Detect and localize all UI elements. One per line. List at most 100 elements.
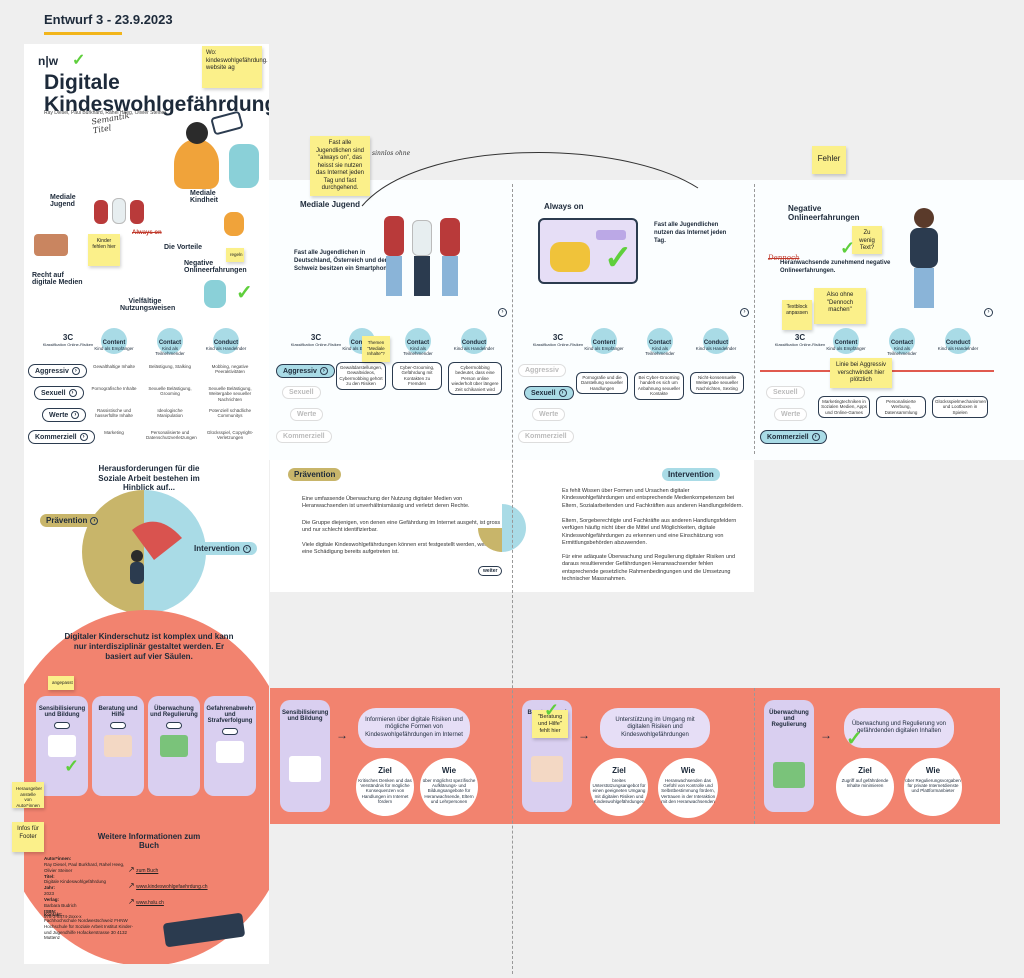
panel-title: Always on — [544, 202, 584, 211]
page-title: Entwurf 3 - 23.9.2023 — [44, 12, 173, 27]
sticky-infos-footer[interactable]: Infos für Footer — [12, 822, 44, 852]
cell: Marketing — [104, 430, 124, 435]
sticky-beratung[interactable]: "Beratung und Hilfe" fehlt hier — [532, 710, 568, 738]
row-aggressiv[interactable]: Aggressiv› — [276, 364, 335, 378]
check-icon: ✓ — [236, 282, 253, 304]
label-always-on: Always on — [132, 230, 162, 236]
check-icon: ✓ — [840, 238, 856, 258]
saeule-card-1[interactable]: Sensibilisierung und Bildung — [36, 696, 88, 796]
phone-illustration — [538, 218, 638, 284]
row-sexuell[interactable]: Sexuell› — [34, 386, 84, 400]
sticky-angepasst[interactable]: angepasst — [48, 676, 74, 690]
challenge-heading: Herausforderungen für die Soziale Arbeit… — [98, 464, 200, 493]
row-sexuell[interactable]: Sexuell — [766, 386, 805, 399]
row-aggressiv[interactable]: Aggressiv — [518, 364, 566, 377]
figure-child — [224, 212, 244, 236]
row-sexuell[interactable]: Sexuell — [282, 386, 321, 399]
label-mediale-kindheit: Mediale Kindheit — [190, 190, 218, 204]
sticky-fehler[interactable]: Fehler — [812, 146, 846, 174]
panel-title: Mediale Jugend — [300, 200, 361, 209]
intervention-pill[interactable]: Intervention› — [188, 542, 257, 555]
saeule-card[interactable]: Überwachung und Regulierung — [764, 700, 814, 812]
row-werte[interactable]: Werte — [774, 408, 808, 421]
teen-illustration — [906, 208, 946, 308]
link-website[interactable]: ↗ www.kindeswohlgefaehrdung.ch — [128, 878, 208, 894]
next-icon[interactable]: › — [740, 308, 749, 317]
row-kommerziell[interactable]: Kommerziell — [518, 430, 574, 443]
interv-text-2: Eltern, Sorgeberechtigte und Fachkräfte … — [562, 518, 737, 547]
link-hslu[interactable]: ↗ www.hslu.ch — [128, 894, 208, 910]
sticky-regeln[interactable]: regeln — [226, 248, 244, 262]
cell: Personalisierte und Datenschutzverletzun… — [146, 430, 197, 441]
check-icon: ✓ — [72, 52, 86, 69]
goal-bubble: Überwachung und Regulierung von gefährde… — [844, 708, 954, 748]
sticky-zu-wenig[interactable]: Zu wenig Text? — [852, 226, 882, 254]
figure-hand-phone — [34, 234, 68, 256]
sticky-also-ohne[interactable]: Also ohne "Dennoch machen" — [814, 288, 866, 324]
row-werte[interactable]: Werte — [532, 408, 566, 421]
cell-detail: Pornografie und die Darstellung sexuelle… — [576, 372, 628, 395]
weitere-heading: Weitere Informationen zum Buch — [97, 832, 201, 850]
sticky-fast-alle[interactable]: Fast alle Jugendlichen sind "always on",… — [310, 136, 370, 196]
saeule-card-3[interactable]: Überwachung und Regulierung — [148, 696, 200, 796]
poster-title: Digitale Kindeswohlgefährdung — [44, 71, 269, 117]
row-kommerziell[interactable]: Kommerziell› — [760, 430, 827, 444]
row-kommerziell[interactable]: Kommerziell› — [28, 430, 95, 444]
cell: Mobbing, negative Peeraktivitäten — [211, 364, 249, 375]
figure-group-1 — [94, 192, 154, 226]
panel-text: Fast alle Jugendlichen nutzen das Intern… — [654, 222, 727, 244]
cell: Sexuelle Belästigung, Weitergabe sexuell… — [208, 386, 252, 402]
links-block: ↗ zum Buch ↗ www.kindeswohlgefaehrdung.c… — [128, 862, 208, 910]
link-buch[interactable]: ↗ zum Buch — [128, 862, 208, 878]
weiter-button[interactable]: weiter — [478, 566, 503, 576]
next-icon[interactable]: › — [984, 308, 993, 317]
saeule-card-4[interactable]: Gefahrenabwehr und Strafverfolgung — [204, 696, 256, 796]
challenge-graphic — [82, 490, 206, 614]
sticky-wo[interactable]: Wo: kindeswohlgefährdung. website ag — [202, 46, 268, 88]
external-link-icon: ↗ — [128, 897, 135, 906]
arrow-icon: → — [578, 728, 590, 742]
cell: Glücksspiel, Copyright-Verletzungen — [206, 430, 254, 441]
sticky-linie[interactable]: Linie bei Aggressiv verschwindet hier pl… — [830, 358, 892, 388]
handwritten-sinnlos: sinnlos ohne — [372, 150, 411, 157]
separator — [754, 688, 755, 824]
saeule-panel-2: Beratung und Hilfe → Unterstützung im Um… — [514, 688, 754, 824]
sticky-themen[interactable]: Themen "Mediale Inhalte"? — [362, 336, 390, 362]
cell-detail: Nicht-konsensuelle Weitergabe sexueller … — [690, 372, 744, 395]
intervention-label: Intervention — [662, 468, 720, 481]
cell: Sexuelle Belästigung, Grooming — [148, 386, 192, 397]
panel-text: Heranwachsende zunehmend negative Online… — [780, 260, 891, 274]
check-icon: ✓ — [544, 700, 560, 720]
saeule-card[interactable]: Sensibilisierung und Bildung — [280, 700, 330, 812]
row-sexuell[interactable]: Sexuell› — [524, 386, 574, 400]
sticky-small-2[interactable]: Textblock anpassen — [782, 300, 812, 330]
sticky-small-1[interactable]: Kinder fehlen hier — [88, 234, 120, 266]
poster-authors: Ray Diesel, Paul Burkhard, Rahel Heeg, O… — [44, 110, 166, 116]
row-aggressiv[interactable]: Aggressiv› — [28, 364, 87, 378]
arrow-icon: → — [820, 728, 832, 742]
next-icon[interactable]: › — [498, 308, 507, 317]
praevention-pill[interactable]: Prävention› — [40, 514, 105, 527]
goal-bubble: Unterstützung im Umgang mit digitalen Ri… — [600, 708, 710, 748]
saeule-card-2[interactable]: Beratung und Hilfe — [92, 696, 144, 796]
mini-circle-graphic — [478, 504, 526, 552]
row-kommerziell[interactable]: Kommerziell — [276, 430, 332, 443]
cell-detail: Cybermobbing bedeutet, dass eine Person … — [448, 362, 502, 395]
sticky-herausgeber[interactable]: Herausgeber anstelle von Autor*innen — [12, 782, 44, 808]
saeule-panel-1: Sensibilisierung und Bildung → Informier… — [272, 688, 512, 824]
row-werte[interactable]: Werte› — [42, 408, 87, 422]
praev-text-2: Die Gruppe diejenigen, von denen eine Ge… — [302, 520, 501, 534]
row-werte[interactable]: Werte — [290, 408, 324, 421]
cell: Belästigung, Stalking — [148, 364, 192, 369]
